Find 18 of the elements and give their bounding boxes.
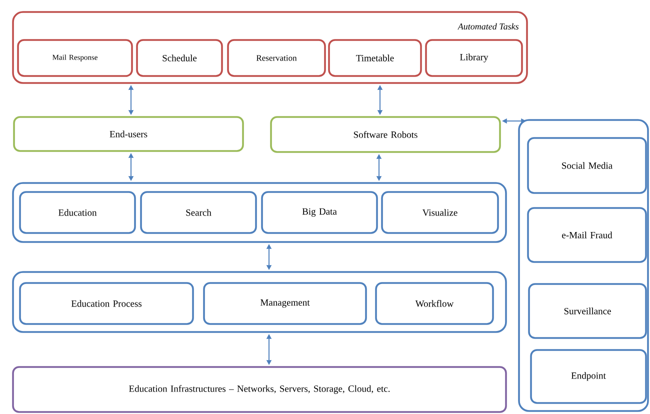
process-box: Schedule bbox=[136, 39, 223, 77]
process-box: Education Process bbox=[19, 282, 194, 325]
process-box: Surveillance bbox=[528, 283, 647, 339]
process-box: Software Robots bbox=[270, 116, 501, 153]
process-box: e-Mail Fraud bbox=[527, 207, 647, 263]
process-box: Education Infrastructures – Networks, Servers, Storage, Cloud, etc. bbox=[12, 366, 507, 413]
process-box: Big Data bbox=[261, 191, 378, 234]
process-box: Timetable bbox=[328, 39, 422, 77]
process-box: Library bbox=[425, 39, 523, 77]
process-box: Search bbox=[140, 191, 257, 234]
process-box: End-users bbox=[13, 116, 244, 152]
process-box: Social Media bbox=[527, 137, 647, 194]
process-box: Reservation bbox=[227, 39, 326, 77]
process-box: Endpoint bbox=[530, 349, 647, 404]
process-box: Workflow bbox=[375, 282, 494, 325]
process-box: Management bbox=[203, 282, 367, 325]
process-box: Education bbox=[19, 191, 136, 234]
process-box: Visualize bbox=[381, 191, 499, 234]
